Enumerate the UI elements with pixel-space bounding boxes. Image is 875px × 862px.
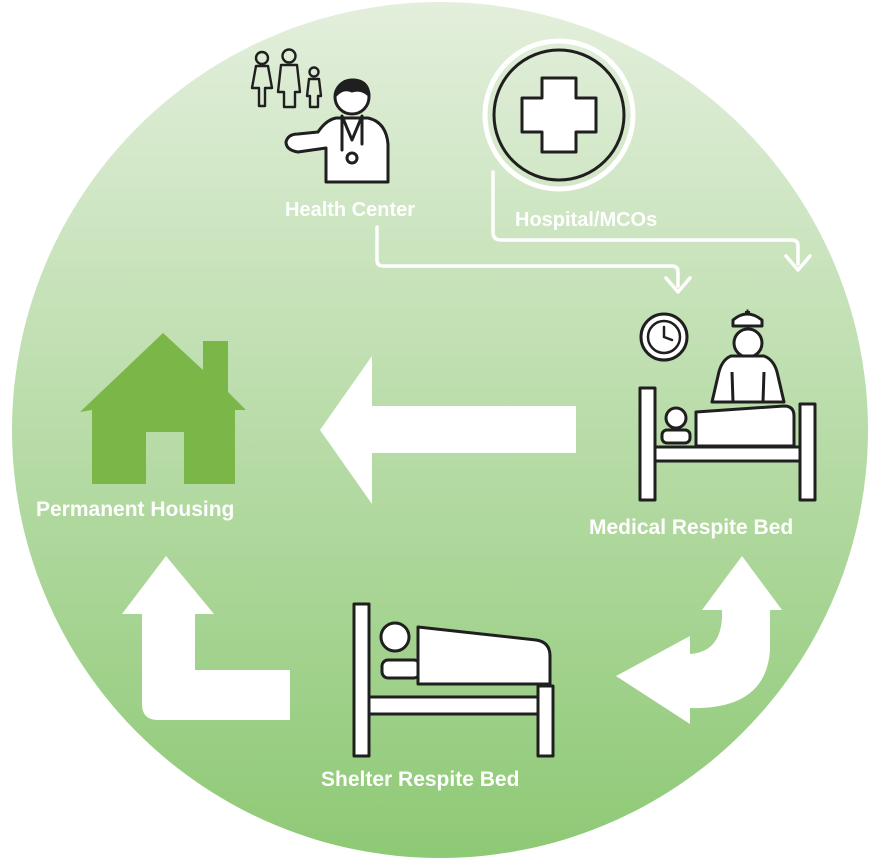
doctor-icon	[284, 78, 390, 184]
medical-respite-bed-label: Medical Respite Bed	[589, 516, 794, 539]
shelter-transition-arrow	[616, 556, 782, 724]
shelter-respite-bed-label: Shelter Respite Bed	[321, 768, 520, 791]
hospital-cross-icon	[482, 38, 636, 192]
housing-transition-arrow	[320, 356, 576, 504]
clock-icon	[639, 312, 689, 362]
medical-respite-bed-icon	[638, 386, 817, 502]
permanent-housing-label: Permanent Housing	[36, 498, 235, 521]
health-center-label: Health Center	[285, 199, 416, 221]
house-icon	[80, 333, 246, 484]
hospital-connector-arrow	[491, 170, 812, 272]
nurse-icon	[710, 309, 786, 404]
shelter-to-housing-arrow	[122, 556, 290, 720]
hospital-label: Hospital/MCOs	[515, 209, 658, 231]
shelter-respite-bed-icon	[352, 602, 555, 758]
family-icon	[250, 48, 323, 109]
health-center-connector-arrow	[375, 225, 692, 294]
